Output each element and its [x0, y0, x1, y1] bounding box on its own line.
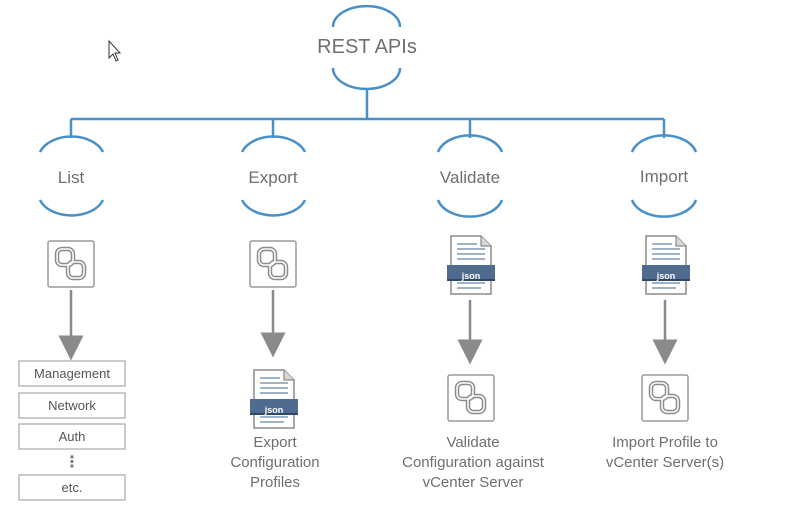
outcome-import: Import Profile to vCenter Server(s)	[606, 434, 724, 471]
list-box-label: Management	[34, 366, 110, 381]
node-label: List	[58, 168, 85, 187]
root-label: REST APIs	[317, 36, 417, 58]
list-box-etc: etc.	[18, 474, 126, 501]
list-box-management: Management	[18, 360, 126, 387]
outcome-line: Profiles	[250, 474, 300, 491]
node-import: Import	[630, 134, 698, 218]
json-tag: json	[461, 271, 481, 281]
json-file-icon: json	[641, 235, 691, 295]
node-label: Import	[640, 167, 688, 186]
profile-icon	[48, 241, 94, 287]
json-file-icon: json	[446, 235, 496, 295]
json-tag: json	[656, 271, 676, 281]
profile-icon	[642, 375, 688, 421]
root-arc-top	[331, 4, 402, 28]
node-arc-bottom	[630, 199, 698, 218]
node-arc-top	[630, 134, 698, 153]
node-arc-bottom	[240, 199, 307, 217]
outcome-line: Validate	[446, 434, 499, 451]
node-list: List	[38, 135, 105, 217]
outcome-export: Export Configuration Profiles	[230, 434, 319, 491]
root-arc-bottom	[331, 67, 402, 91]
outcome-validate: Validate Configuration against vCenter S…	[402, 434, 545, 491]
profile-icon	[448, 375, 494, 421]
node-label: Validate	[440, 168, 500, 187]
node-arc-top	[240, 135, 307, 153]
list-box-label: Network	[48, 398, 96, 413]
list-box-label: etc.	[62, 480, 83, 495]
list-box-auth: Auth	[18, 423, 126, 450]
list-box-label: Auth	[59, 429, 86, 444]
tree-connectors	[69, 88, 666, 138]
json-tag: json	[264, 405, 284, 415]
node-arc-top	[38, 135, 105, 153]
node-arc-top	[436, 134, 504, 153]
node-arc-bottom	[436, 199, 504, 218]
node-export: Export	[240, 135, 307, 217]
profile-icon	[250, 241, 296, 287]
outcome-line: Export	[253, 434, 297, 451]
root-node: REST APIs	[317, 4, 417, 91]
list-ellipsis: ⋮	[64, 454, 80, 471]
outcome-line: Configuration	[230, 454, 319, 471]
node-arc-bottom	[38, 199, 105, 217]
outcome-line: Configuration against	[402, 454, 545, 471]
outcome-line: Import Profile to	[612, 434, 718, 451]
json-file-icon: json	[249, 369, 299, 429]
mouse-cursor-icon	[108, 39, 122, 62]
outcome-line: vCenter Server(s)	[606, 454, 724, 471]
node-validate: Validate	[436, 134, 504, 218]
list-endpoints: Management Network Auth ⋮ etc.	[18, 360, 126, 501]
node-label: Export	[248, 168, 297, 187]
list-box-network: Network	[18, 392, 126, 419]
outcome-line: vCenter Server	[423, 474, 524, 491]
